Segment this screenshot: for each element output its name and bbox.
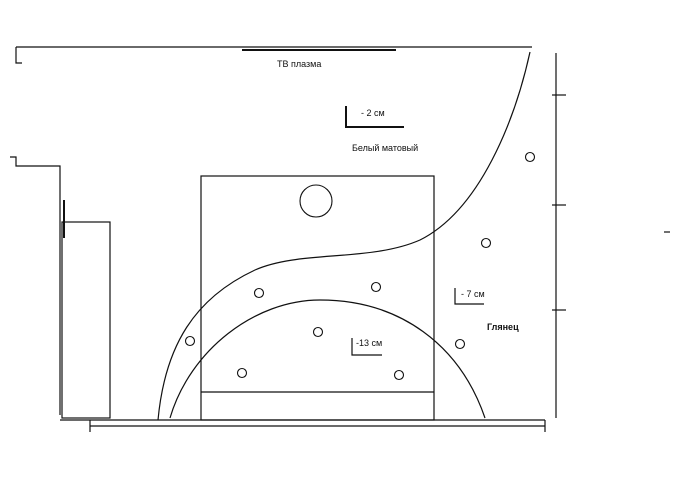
glossy-label: Глянец bbox=[487, 322, 519, 332]
spot-lamp bbox=[312, 326, 324, 338]
level-top-label: - 2 см bbox=[361, 108, 385, 118]
bed-outline bbox=[200, 175, 435, 421]
level-marker-top bbox=[345, 106, 404, 128]
level-markers bbox=[345, 106, 484, 356]
ceiling-level-curve bbox=[157, 51, 531, 421]
center-arc bbox=[169, 299, 486, 419]
spot-lamp bbox=[370, 281, 382, 293]
spot-lamp bbox=[454, 338, 466, 350]
left-wall bbox=[10, 156, 61, 415]
spot-lamp bbox=[480, 237, 492, 249]
white-matte-label: Белый матовый bbox=[352, 143, 418, 153]
spot-lamp bbox=[236, 367, 248, 379]
spot-lamp bbox=[184, 335, 196, 347]
tv-label: ТВ плазма bbox=[277, 59, 321, 69]
spot-lamp bbox=[393, 369, 405, 381]
cabinet-outline bbox=[61, 221, 111, 419]
spot-lamps bbox=[184, 151, 536, 381]
level-center-label: -13 см bbox=[356, 338, 382, 348]
level-marker-center bbox=[351, 338, 382, 356]
chandelier bbox=[299, 184, 333, 218]
level-right-label: - 7 см bbox=[461, 289, 485, 299]
level-marker-right bbox=[454, 288, 484, 305]
left-cabinet bbox=[61, 200, 111, 419]
spot-lamp bbox=[524, 151, 536, 163]
bed bbox=[200, 175, 435, 421]
spot-lamp bbox=[253, 287, 265, 299]
left-jamb-top bbox=[15, 47, 22, 64]
